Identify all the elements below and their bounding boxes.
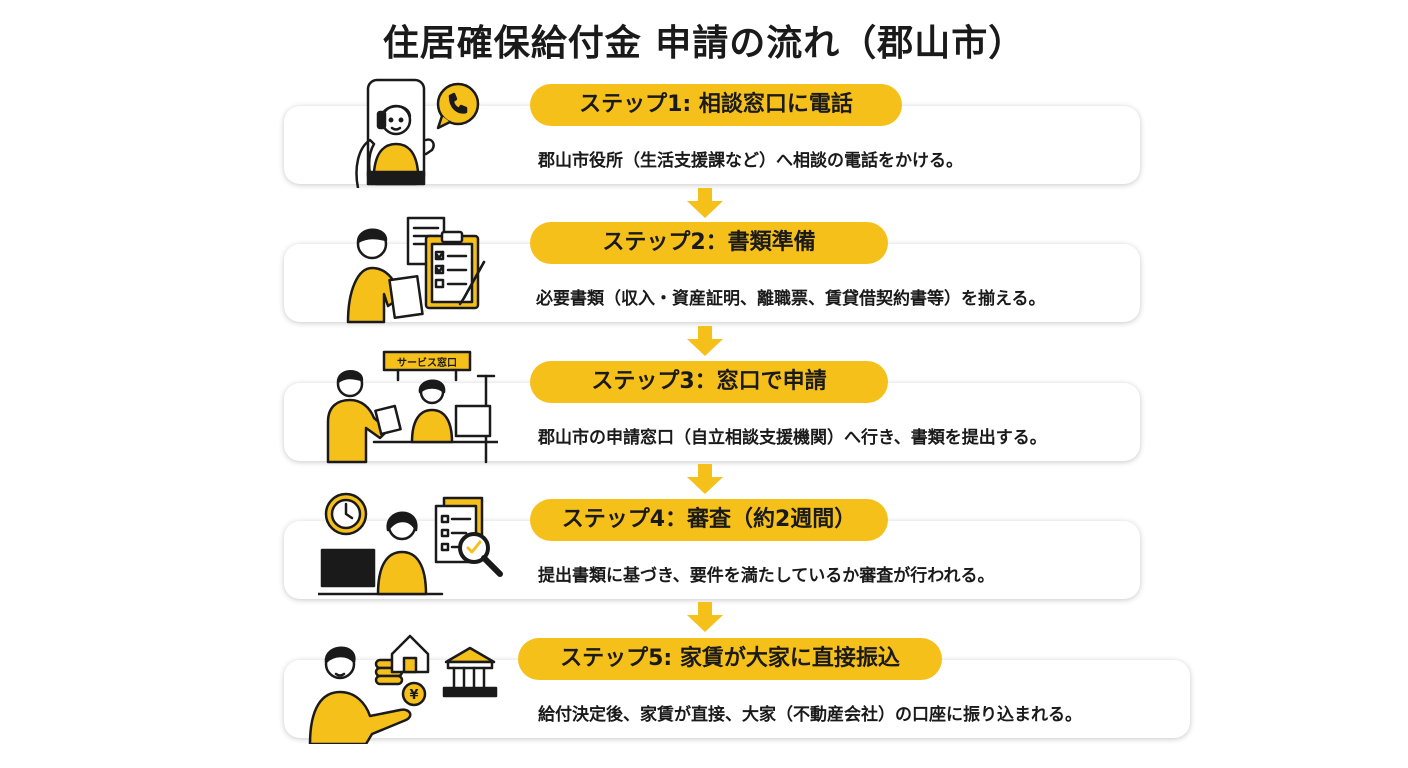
step-5-label: ステップ5: 家賃が大家に直接振込 bbox=[518, 638, 942, 680]
flow-arrow-1 bbox=[687, 188, 723, 218]
document-checklist-icon bbox=[346, 216, 486, 324]
step-4-label: ステップ4：審査（約2週間） bbox=[530, 499, 888, 541]
step-2-description: 必要書類（収入・資産証明、離職票、賃貸借契約書等）を揃える。 bbox=[536, 289, 1046, 309]
step-1-label: ステップ1: 相談窓口に電話 bbox=[530, 84, 902, 126]
flow-arrow-3 bbox=[687, 464, 723, 494]
flow-arrow-4 bbox=[687, 602, 723, 632]
step-2-label: ステップ2：書類準備 bbox=[530, 222, 888, 264]
review-magnifier-icon bbox=[318, 492, 503, 596]
step-3-description: 郡山市の申請窓口（自立相談支援機関）へ行き、書類を提出する。 bbox=[538, 428, 1047, 448]
step-1-description: 郡山市役所（生活支援課など）へ相談の電話をかける。 bbox=[538, 151, 963, 171]
phone-call-icon bbox=[355, 78, 480, 188]
flow-arrow-2 bbox=[687, 326, 723, 356]
step-5-card: 給付決定後、家賃が直接、大家（不動産会社）の口座に振り込まれる。 bbox=[284, 660, 1190, 738]
step-3-label: ステップ3：窓口で申請 bbox=[530, 361, 888, 403]
rent-transfer-icon: ¥ bbox=[308, 634, 498, 744]
counter-sign-text: サービス窓口 bbox=[397, 356, 457, 369]
page-title: 住居確保給付金 申請の流れ（郡山市） bbox=[382, 23, 1026, 64]
service-counter-icon: サービス窓口 bbox=[326, 350, 498, 464]
step-5-description: 給付決定後、家賃が直接、大家（不動産会社）の口座に振り込まれる。 bbox=[538, 705, 1082, 725]
step-4-description: 提出書類に基づき、要件を満たしているか審査が行われる。 bbox=[538, 566, 995, 586]
yen-symbol: ¥ bbox=[409, 688, 418, 703]
